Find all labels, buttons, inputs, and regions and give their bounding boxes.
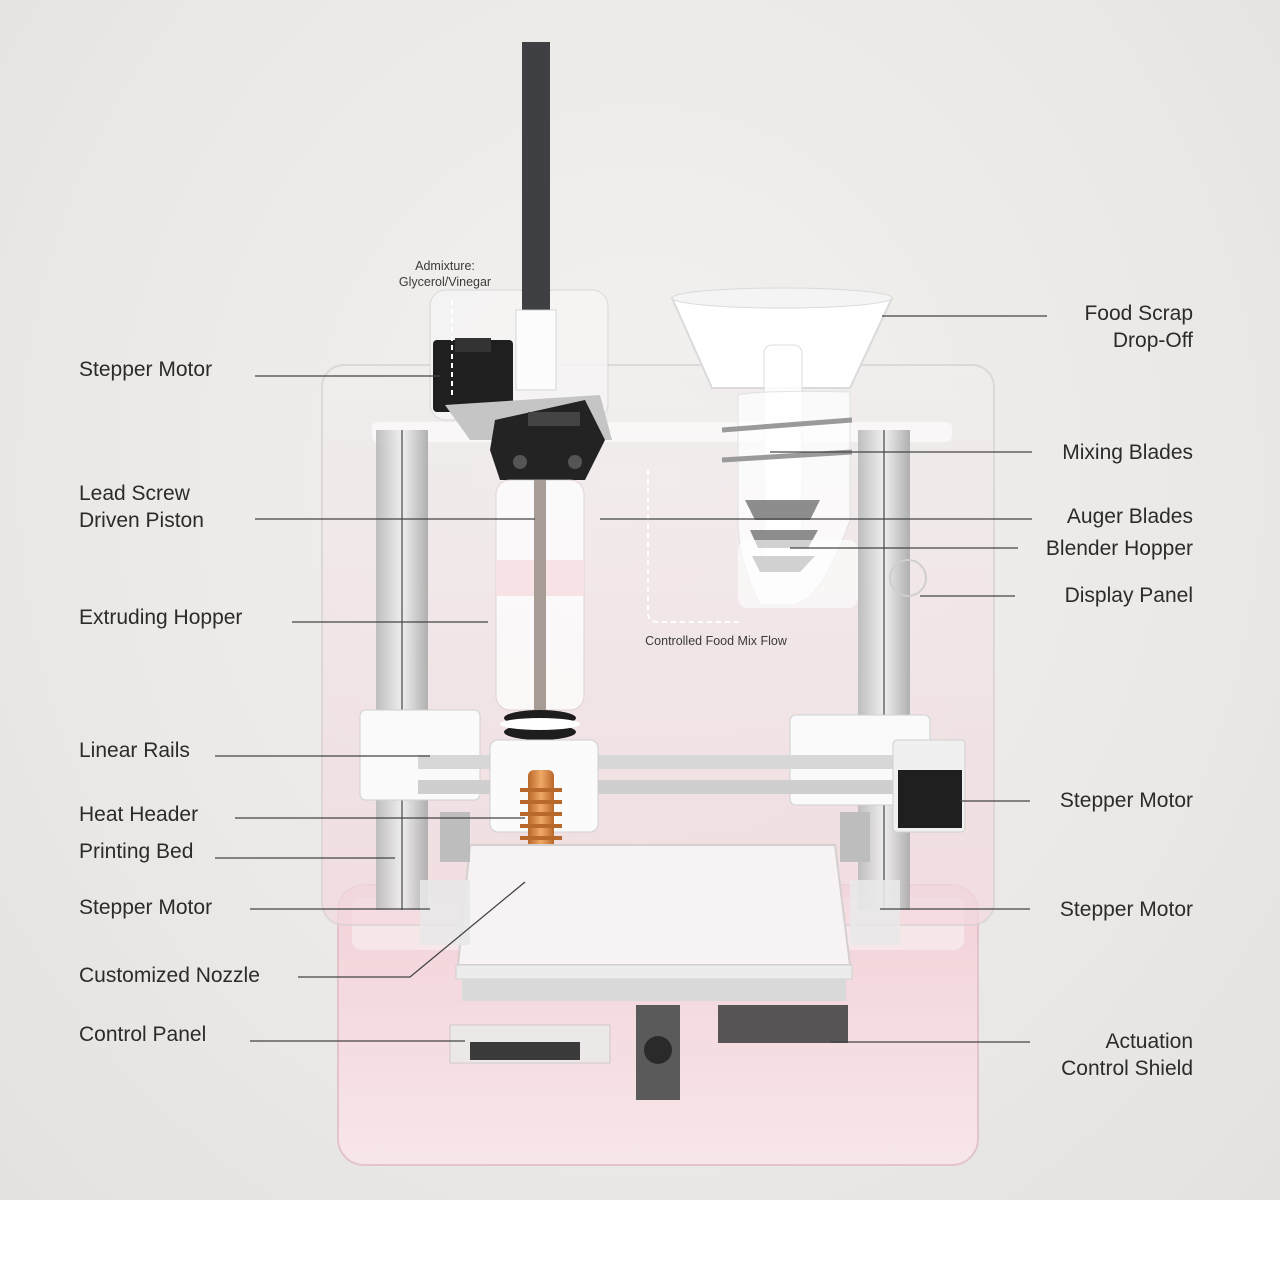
label-actuation-control-shield: Actuation Control Shield <box>1061 1028 1193 1082</box>
admixture-line-1: Admixture: <box>415 259 475 273</box>
label-actuation-line-2: Control Shield <box>1061 1057 1193 1080</box>
flow-path <box>451 300 740 623</box>
admixture-line-2: Glycerol/Vinegar <box>398 275 492 289</box>
blender-assembly <box>670 287 927 608</box>
label-display-panel: Display Panel <box>1064 584 1193 607</box>
label-customized-nozzle: Customized Nozzle <box>79 964 260 987</box>
label-actuation-line-1: Actuation <box>1105 1030 1193 1053</box>
electronics <box>449 1005 848 1100</box>
label-stepper-motor-bottom: Stepper Motor <box>79 896 213 919</box>
label-control-panel: Control Panel <box>79 1023 207 1046</box>
label-stepper-motor-top: Stepper Motor <box>79 358 213 381</box>
printing-bed <box>420 812 900 1001</box>
label-mixing-blades: Mixing Blades <box>1062 441 1193 464</box>
flow-annotation: Controlled Food Mix Flow <box>645 634 787 648</box>
label-auger-blades: Auger Blades <box>1066 505 1193 528</box>
label-heat-header: Heat Header <box>79 803 199 826</box>
extruder-head <box>490 400 605 480</box>
label-food-scrap: Food Scrap Drop-Off <box>1084 300 1193 354</box>
label-linear-rails: Linear Rails <box>79 739 190 762</box>
extruding-hopper <box>495 479 585 740</box>
leader-lines <box>215 315 1047 1043</box>
label-food-scrap-line-2: Drop-Off <box>1112 329 1193 352</box>
label-lead-screw-line-1: Lead Screw <box>79 482 190 505</box>
label-food-scrap-line-1: Food Scrap <box>1084 302 1193 325</box>
label-stepper-motor-low: Stepper Motor <box>1059 898 1193 921</box>
label-lead-screw-line-2: Driven Piston <box>79 509 204 532</box>
admixture-annotation: Admixture: Glycerol/Vinegar <box>372 258 518 290</box>
label-extruding-hopper: Extruding Hopper <box>79 606 243 629</box>
label-stepper-motor-mid: Stepper Motor <box>1059 789 1193 812</box>
label-lead-screw: Lead Screw Driven Piston <box>79 480 204 534</box>
label-blender-hopper: Blender Hopper <box>1045 537 1193 560</box>
right-stepper-motor <box>892 739 966 833</box>
label-printing-bed: Printing Bed <box>79 840 194 863</box>
